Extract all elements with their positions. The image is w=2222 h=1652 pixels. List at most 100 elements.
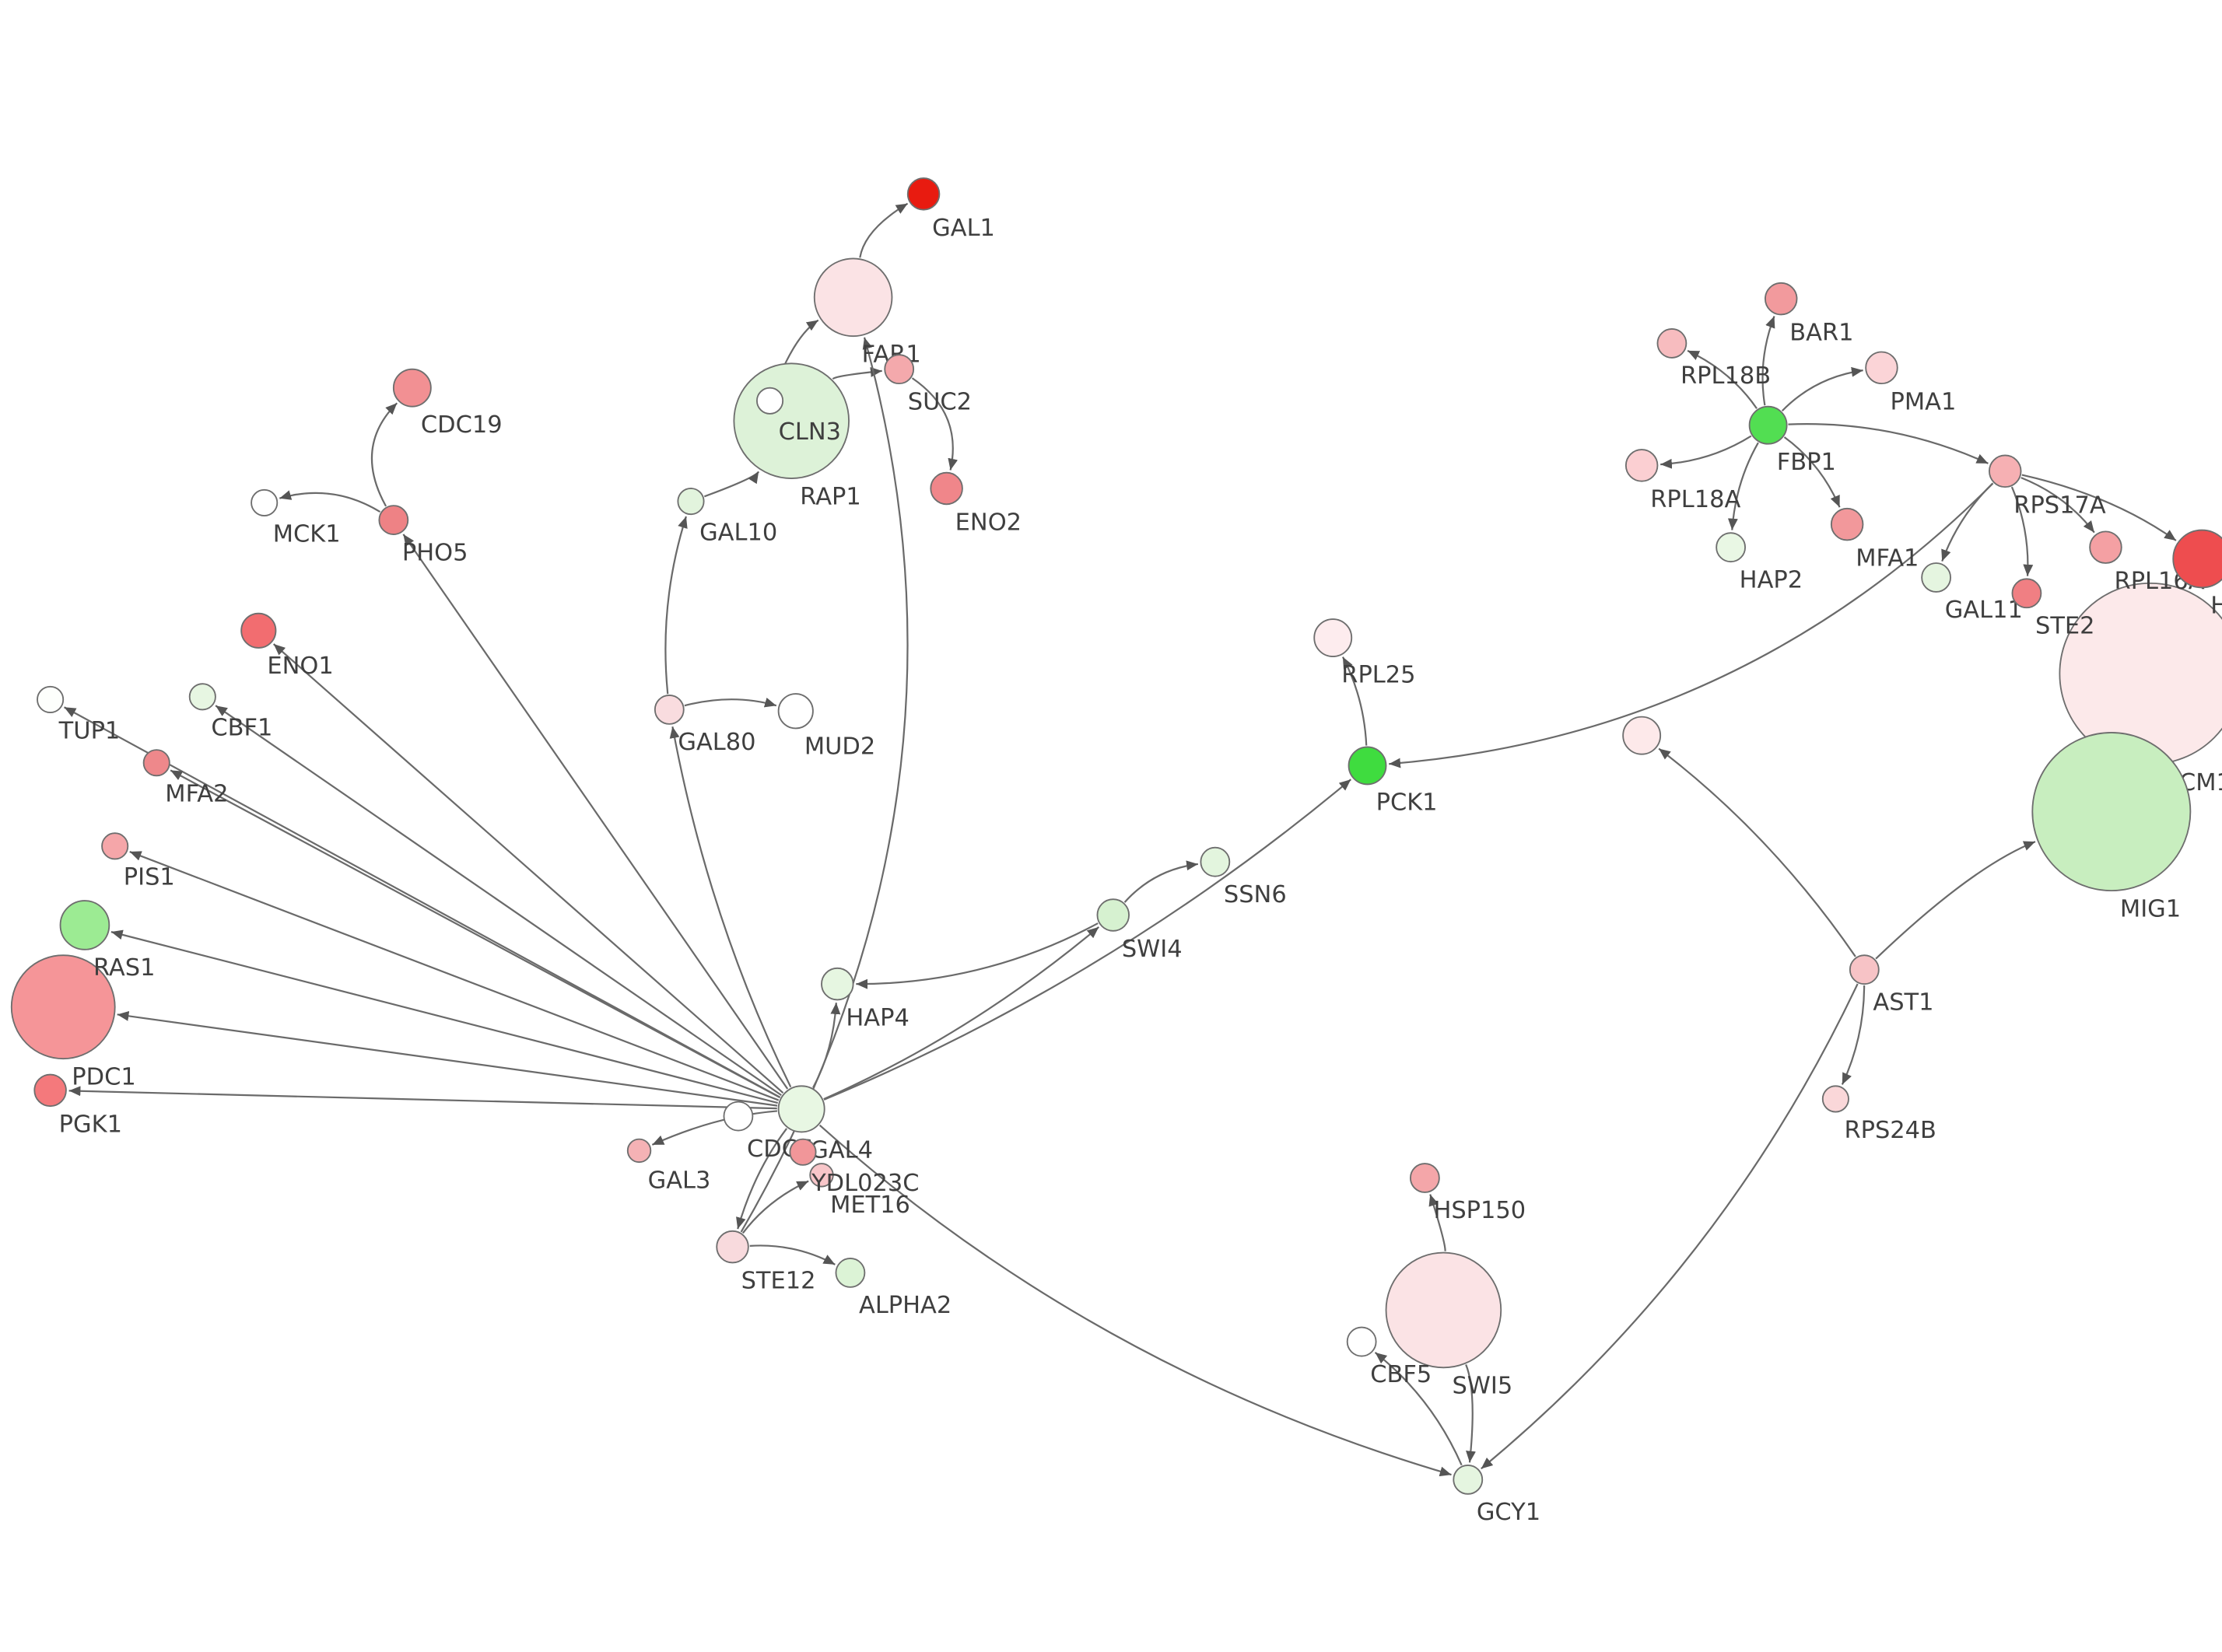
edge-gal4-mfa2[interactable] bbox=[170, 769, 780, 1099]
node-circle-cdc19[interactable] bbox=[392, 368, 432, 408]
node-circle-pma1[interactable] bbox=[1865, 351, 1898, 385]
node-mck1[interactable]: MCK1 bbox=[251, 488, 341, 548]
edge-swi4-hap4[interactable] bbox=[856, 922, 1099, 989]
node-circle-gal11[interactable] bbox=[1921, 562, 1951, 593]
node-circle-gal4[interactable] bbox=[777, 1085, 825, 1133]
node-circle-ste2[interactable] bbox=[2011, 578, 2042, 609]
edge-ast1-rps24b[interactable] bbox=[1841, 985, 1866, 1085]
node-circle-mig1[interactable] bbox=[2031, 732, 2192, 892]
node-circle-ssn6[interactable] bbox=[1200, 846, 1231, 877]
node-circle-gcy1[interactable] bbox=[1453, 1464, 1484, 1495]
edge-gal4-pho5[interactable] bbox=[402, 534, 789, 1090]
edge-ast1-gcy1[interactable] bbox=[1481, 983, 1859, 1470]
node-circle-tup1[interactable] bbox=[37, 685, 65, 714]
node-fbp1[interactable]: FBP1 bbox=[1748, 405, 1836, 476]
edge-gal4-eno1[interactable] bbox=[272, 643, 784, 1094]
edge-gal4-cbf1[interactable] bbox=[215, 705, 782, 1097]
edge-ste12-alpha2[interactable] bbox=[749, 1244, 836, 1265]
node-circle-ras1[interactable] bbox=[59, 900, 110, 950]
node-suc2[interactable]: SUC2 bbox=[884, 354, 972, 415]
node-swi5[interactable]: SWI5 bbox=[1385, 1251, 1513, 1400]
node-his4[interactable]: HIS4 bbox=[2172, 529, 2222, 620]
node-circle-eno1[interactable] bbox=[240, 612, 277, 649]
node-pdc1[interactable]: PDC1 bbox=[10, 954, 136, 1090]
node-far1[interactable]: FAR1 bbox=[813, 257, 921, 368]
node-circle-alpha2[interactable] bbox=[835, 1258, 866, 1288]
node-node_x[interactable] bbox=[1622, 716, 1662, 755]
node-hsp150[interactable]: HSP150 bbox=[1410, 1163, 1526, 1224]
node-gcy1[interactable]: GCY1 bbox=[1453, 1464, 1540, 1526]
edge-gal4-hap4[interactable] bbox=[812, 1003, 841, 1088]
node-circle-mfa2[interactable] bbox=[142, 749, 170, 777]
edge-gal4-gcy1[interactable] bbox=[818, 1124, 1452, 1477]
node-ste12[interactable]: STE12 bbox=[716, 1230, 816, 1295]
node-eno2[interactable]: ENO2 bbox=[930, 471, 1022, 537]
edge-ast1-mig1[interactable] bbox=[1875, 841, 2036, 960]
edge-gal4-tup1[interactable] bbox=[63, 706, 781, 1098]
node-circle-ste12[interactable] bbox=[716, 1230, 749, 1264]
node-circle-pis1[interactable] bbox=[101, 832, 129, 860]
edge-fbp1-hap2[interactable] bbox=[1727, 442, 1759, 530]
node-circle-bar1[interactable] bbox=[1765, 282, 1798, 316]
node-rpl18b[interactable]: RPL18B bbox=[1656, 328, 1771, 390]
node-circle-mfa1[interactable] bbox=[1830, 507, 1864, 541]
node-circle-swi4[interactable] bbox=[1096, 898, 1130, 932]
node-rps24b[interactable]: RPS24B bbox=[1821, 1085, 1936, 1144]
edge-rps17a-ste2[interactable] bbox=[2010, 486, 2034, 576]
node-circle-hap2[interactable] bbox=[1716, 532, 1746, 563]
node-circle-rpl16a[interactable] bbox=[2089, 530, 2122, 564]
edge-swi4-ssn6[interactable] bbox=[1123, 860, 1199, 903]
node-ast1[interactable]: AST1 bbox=[1849, 954, 1934, 1016]
node-circle-hsp150[interactable] bbox=[1410, 1163, 1440, 1193]
node-cdc19[interactable]: CDC19 bbox=[392, 368, 503, 439]
edge-gal4-pdc1[interactable] bbox=[117, 1010, 778, 1107]
node-circle-cbf5[interactable] bbox=[1346, 1326, 1377, 1357]
node-circle-gal80[interactable] bbox=[654, 695, 685, 725]
edge-pho5-mck1[interactable] bbox=[279, 490, 381, 513]
edge-rps17a-gal11[interactable] bbox=[1941, 482, 1994, 562]
edge-gal4-pis1[interactable] bbox=[129, 851, 780, 1101]
edge-ste12-met16[interactable] bbox=[741, 1180, 809, 1234]
node-circle-mck1[interactable] bbox=[251, 488, 279, 516]
edge-pho5-cdc19[interactable] bbox=[370, 402, 398, 507]
node-circle-ast1[interactable] bbox=[1849, 954, 1880, 985]
node-circle-fbp1[interactable] bbox=[1748, 405, 1788, 445]
node-circle-eno2[interactable] bbox=[930, 471, 963, 506]
edge-ast1-node_x[interactable] bbox=[1658, 747, 1856, 957]
node-rpl18a[interactable]: RPL18A bbox=[1624, 449, 1741, 513]
node-circle-rpl25[interactable] bbox=[1313, 618, 1353, 657]
edge-fbp1-pma1[interactable] bbox=[1781, 366, 1863, 412]
edge-fbp1-rps17a[interactable] bbox=[1788, 423, 1989, 464]
edge-gal4-gal80[interactable] bbox=[669, 726, 792, 1088]
edge-rps17a-rpl16a[interactable] bbox=[2020, 477, 2095, 534]
edge-swi5-gcy1[interactable] bbox=[1465, 1364, 1476, 1463]
edge-gal4-pgk1[interactable] bbox=[68, 1086, 777, 1110]
node-mfa2[interactable]: MFA2 bbox=[142, 749, 229, 808]
node-cbf1[interactable]: CBF1 bbox=[188, 683, 273, 742]
edge-gal80-mud2[interactable] bbox=[684, 697, 777, 708]
node-ras1[interactable]: RAS1 bbox=[59, 900, 156, 982]
edge-gal4-pck1[interactable] bbox=[823, 779, 1352, 1101]
node-hap4[interactable]: HAP4 bbox=[821, 967, 909, 1032]
edge-swi5-hsp150[interactable] bbox=[1428, 1194, 1446, 1251]
node-cbf5[interactable]: CBF5 bbox=[1346, 1326, 1432, 1388]
node-ydl023c[interactable]: YDL023C bbox=[789, 1138, 919, 1197]
edge-gal4-swi4[interactable] bbox=[823, 926, 1100, 1101]
node-gal4[interactable]: GAL4 bbox=[777, 1085, 873, 1164]
node-ssn6[interactable]: SSN6 bbox=[1200, 846, 1287, 908]
node-circle-rps24b[interactable] bbox=[1821, 1085, 1849, 1113]
node-eno1[interactable]: ENO1 bbox=[240, 612, 334, 681]
node-circle-pdc1[interactable] bbox=[10, 954, 116, 1060]
node-gal10[interactable]: GAL10 bbox=[677, 488, 777, 546]
node-circle-swi5[interactable] bbox=[1385, 1251, 1502, 1369]
node-circle-pho5[interactable] bbox=[378, 505, 409, 535]
edge-fbp1-mfa1[interactable] bbox=[1783, 436, 1841, 508]
edge-rps17a-his4[interactable] bbox=[2021, 474, 2177, 541]
node-pgk1[interactable]: PGK1 bbox=[33, 1073, 122, 1139]
node-swi4[interactable]: SWI4 bbox=[1096, 898, 1183, 963]
node-mig1[interactable]: MIG1 bbox=[2031, 732, 2192, 922]
node-circle-gal3[interactable] bbox=[626, 1138, 652, 1164]
node-circle-node_x[interactable] bbox=[1622, 716, 1662, 755]
node-circle-pck1[interactable] bbox=[1348, 746, 1387, 786]
